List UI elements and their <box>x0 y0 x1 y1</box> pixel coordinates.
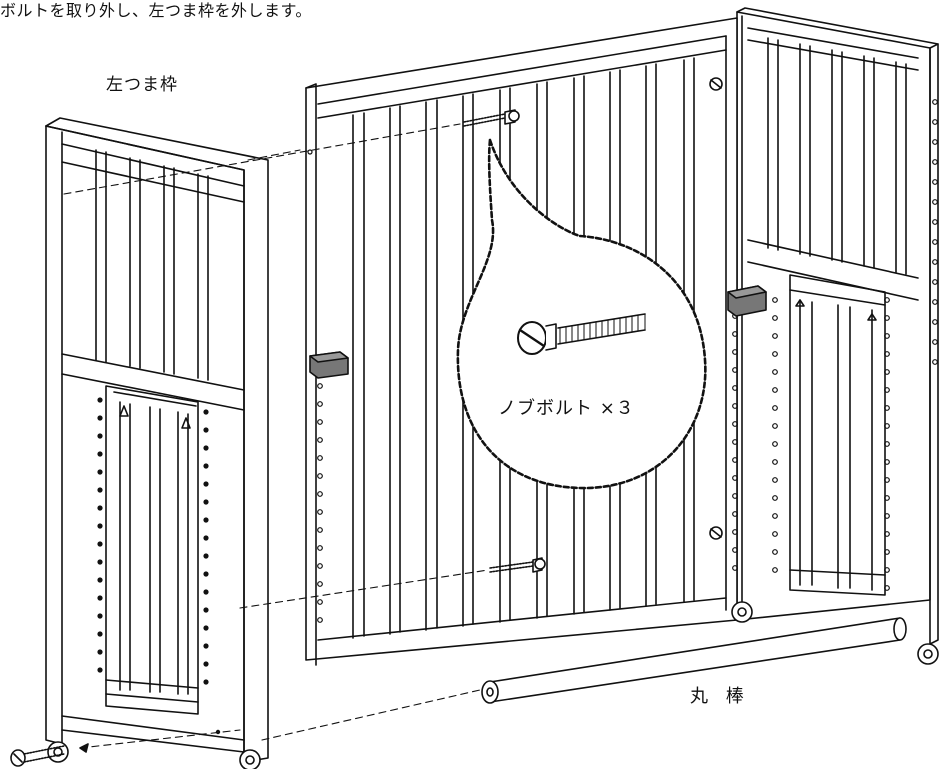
left-side-frame <box>45 117 269 771</box>
right-frame-upper-slats <box>767 37 907 275</box>
caster-wheel-icon <box>239 749 261 771</box>
caster-wheel-icon <box>917 643 939 665</box>
round-bar-label: 丸 棒 <box>690 686 750 707</box>
back-panel-holes <box>307 149 738 623</box>
knob-bolt-magnified-icon <box>517 313 646 355</box>
knob-bolt-label: ノブボルト ×３ <box>498 398 635 419</box>
left-frame-upper-slats <box>95 149 209 381</box>
caster-wheel-icon <box>731 601 753 623</box>
hook-icon <box>867 313 877 321</box>
left-frame-holes <box>97 397 221 735</box>
left-frame-label: 左つま枠 <box>106 75 178 95</box>
knob-bolt-callout <box>456 138 707 490</box>
caster-wheel-icon <box>47 741 69 763</box>
right-frame-holes <box>772 99 938 591</box>
hook-icon <box>119 405 129 417</box>
instruction-text: ボルトを取り外し、左つま枠を外します。 <box>0 1 312 20</box>
knob-bolt-bottom <box>489 557 546 573</box>
hook-icon <box>181 417 191 429</box>
right-side-frame <box>736 7 939 665</box>
alignment-guide-lines <box>63 123 489 749</box>
hook-icon <box>795 299 805 307</box>
knob-bolt-top <box>463 109 520 127</box>
knob-socket-icon <box>709 526 723 540</box>
removed-knob-bolt <box>10 745 65 767</box>
arrow-icon <box>79 743 89 753</box>
round-bar <box>481 617 907 704</box>
knob-socket-icon <box>709 77 723 91</box>
